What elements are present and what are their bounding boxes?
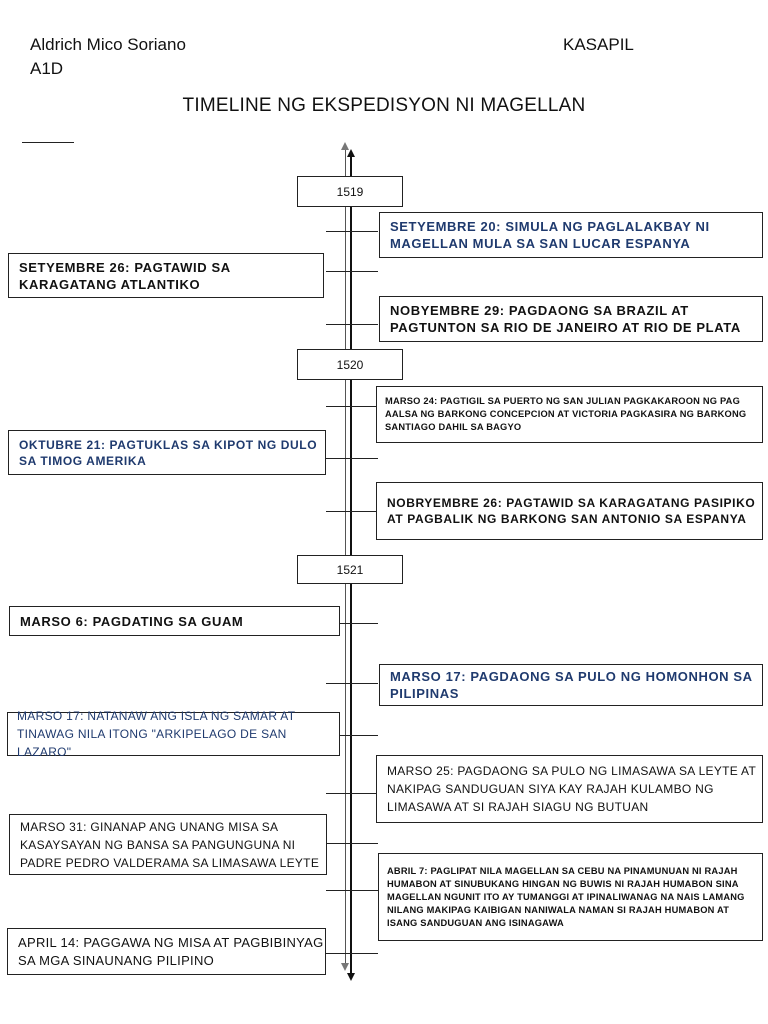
event-box: MARSO 17: PAGDAONG SA PULO NG HOMONHON S… bbox=[379, 664, 763, 706]
event-text: MARSO 17: PAGDAONG SA PULO NG HOMONHON S… bbox=[390, 669, 753, 701]
event-text: MARSO 17: NATANAW ANG ISLA NG SAMAR AT T… bbox=[17, 709, 296, 759]
event-box: MARSO 31: GINANAP ANG UNANG MISA SA KASA… bbox=[9, 814, 327, 875]
event-text: MARSO 6: PAGDATING SA GUAM bbox=[20, 613, 244, 629]
event-box: MARSO 24: PAGTIGIL SA PUERTO NG SAN JULI… bbox=[376, 386, 763, 443]
timeline-tick bbox=[326, 793, 378, 794]
divider bbox=[22, 142, 74, 143]
event-box: NOBRYEMBRE 26: PAGTAWID SA KARAGATANG PA… bbox=[376, 482, 763, 540]
event-text: APRIL 14: PAGGAWA NG MISA AT PAGBIBINYAG… bbox=[18, 934, 324, 968]
arrow-up-icon bbox=[347, 149, 355, 157]
timeline-tick bbox=[326, 511, 378, 512]
arrow-up-icon bbox=[341, 142, 349, 150]
section-label: A1D bbox=[30, 59, 64, 78]
event-box: ABRIL 7: PAGLIPAT NILA MAGELLAN SA CEBU … bbox=[378, 853, 763, 941]
timeline-tick bbox=[326, 406, 378, 407]
event-text: MARSO 31: GINANAP ANG UNANG MISA SA KASA… bbox=[20, 819, 320, 870]
event-text: SETYEMBRE 26: PAGTAWID SA KARAGATANG ATL… bbox=[19, 259, 231, 292]
event-box: MARSO 17: NATANAW ANG ISLA NG SAMAR AT T… bbox=[7, 709, 340, 759]
event-text: MARSO 25: PAGDAONG SA PULO NG LIMASAWA S… bbox=[387, 764, 756, 814]
year-label: 1519 bbox=[336, 184, 364, 199]
timeline-tick bbox=[326, 271, 378, 272]
event-text: SETYEMBRE 20: SIMULA NG PAGLALAKBAY NI M… bbox=[390, 219, 710, 251]
timeline-tick bbox=[326, 890, 378, 891]
event-box: SETYEMBRE 20: SIMULA NG PAGLALAKBAY NI M… bbox=[379, 212, 763, 258]
event-box: MARSO 25: PAGDAONG SA PULO NG LIMASAWA S… bbox=[376, 755, 763, 823]
event-text: MARSO 24: PAGTIGIL SA PUERTO NG SAN JULI… bbox=[385, 396, 747, 432]
event-box: APRIL 14: PAGGAWA NG MISA AT PAGBIBINYAG… bbox=[7, 928, 326, 975]
timeline-tick bbox=[326, 683, 378, 684]
author-name: Aldrich Mico Soriano bbox=[30, 35, 186, 54]
year-marker-1519: 1519 bbox=[297, 176, 403, 207]
event-box: SETYEMBRE 26: PAGTAWID SA KARAGATANG ATL… bbox=[8, 253, 324, 298]
timeline-tick bbox=[326, 623, 378, 624]
timeline-tick bbox=[326, 231, 378, 232]
page-title: TIMELINE NG EKSPEDISYON NI MAGELLAN bbox=[182, 95, 586, 116]
year-marker-1521: 1521 bbox=[297, 555, 403, 584]
arrow-down-icon bbox=[347, 973, 355, 981]
year-label: 1520 bbox=[336, 357, 364, 372]
timeline-tick bbox=[326, 324, 378, 325]
timeline-tick bbox=[326, 843, 378, 844]
year-label: 1521 bbox=[336, 562, 364, 577]
year-marker-1520: 1520 bbox=[297, 349, 403, 380]
event-box: NOBYEMBRE 29: PAGDAONG SA BRAZIL AT PAGT… bbox=[379, 296, 763, 342]
timeline-tick bbox=[326, 458, 378, 459]
event-text: ABRIL 7: PAGLIPAT NILA MAGELLAN SA CEBU … bbox=[387, 865, 745, 928]
timeline-tick bbox=[326, 735, 378, 736]
event-text: NOBYEMBRE 29: PAGDAONG SA BRAZIL AT PAGT… bbox=[390, 303, 741, 335]
event-box: OKTUBRE 21: PAGTUKLAS SA KIPOT NG DULO S… bbox=[8, 430, 326, 475]
event-text: NOBRYEMBRE 26: PAGTAWID SA KARAGATANG PA… bbox=[387, 496, 756, 526]
timeline-tick bbox=[326, 953, 378, 954]
arrow-down-icon bbox=[341, 963, 349, 971]
event-box: MARSO 6: PAGDATING SA GUAM bbox=[9, 606, 340, 636]
event-text: OKTUBRE 21: PAGTUKLAS SA KIPOT NG DULO S… bbox=[19, 437, 318, 468]
header-tag: KASAPIL bbox=[563, 35, 634, 54]
